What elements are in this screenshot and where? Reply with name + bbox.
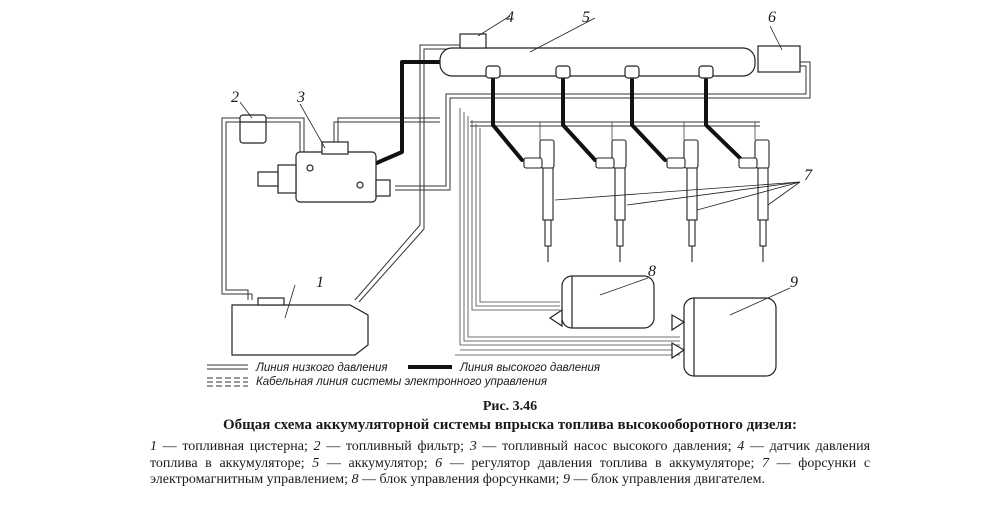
caption-item-text: блок управления двигателем (590, 472, 762, 488)
caption-item-number: 2 (313, 439, 321, 454)
legend: Линия низкого давления Линия высокого да… (207, 362, 600, 388)
callout-2: 2 (231, 89, 239, 106)
caption-item-number: 5 (312, 455, 320, 471)
high-pressure-pump (257, 141, 391, 203)
caption-item-number: 6 (435, 455, 443, 471)
caption-item-number: 1 (150, 439, 157, 454)
caption-item-text: регулятор давления топлива в аккумулятор… (471, 455, 751, 471)
engine-control-unit (671, 297, 777, 377)
legend-low-pressure-label: Линия низкого давления (255, 362, 388, 374)
caption-item-number: 8 (351, 472, 359, 488)
callout-1: 1 (316, 274, 324, 291)
figure-legend-items: 1 — топливная цистерна; 2 — топливный фи… (150, 439, 871, 488)
caption-item-text: топливная цистерна (182, 439, 304, 454)
caption-item-text: топливный фильтр (345, 439, 461, 454)
callout-5: 5 (582, 9, 590, 26)
callout-4: 4 (506, 9, 514, 26)
caption-item-number: 7 (762, 455, 769, 471)
accumulator (439, 33, 801, 79)
fuel-tank (231, 297, 369, 356)
caption-item-text: форсунки с электромагнитным управлением (150, 455, 871, 488)
figure-label: Рис. 3.46 (482, 399, 538, 414)
cable-lines (455, 108, 756, 356)
legend-high-pressure-label: Линия высокого давления (459, 362, 600, 374)
injector-4 (738, 139, 770, 262)
injector-2 (595, 139, 627, 262)
callout-9: 9 (790, 274, 798, 291)
caption-item-number: 9 (562, 472, 570, 488)
legend-high-pressure: Линия высокого давления (408, 362, 600, 374)
caption-item-number: 3 (469, 439, 477, 454)
injectors (523, 139, 770, 262)
caption-item-text: топливный насос высокого давления (502, 439, 728, 454)
caption-item-text: блок управления форсунками (379, 472, 556, 488)
callout-3: 3 (296, 89, 305, 106)
fuel-injection-diagram: 1 2 3 4 5 6 7 8 9 Линия низкого давления… (207, 9, 813, 388)
leader-lines (239, 15, 801, 319)
callout-8: 8 (648, 263, 656, 280)
injector-1 (523, 139, 555, 262)
callout-numbers: 1 2 3 4 5 6 7 8 9 (231, 9, 813, 291)
figure-caption: Рис. 3.46 Общая схема аккумуляторной сис… (150, 398, 870, 489)
legend-low-pressure: Линия низкого давления (207, 362, 388, 374)
caption-item-number: 4 (737, 439, 745, 454)
injector-control-unit (548, 275, 655, 329)
legend-cable: Кабельная линия системы электронного упр… (207, 376, 547, 388)
caption-item-text: датчик давления топлива в аккумуляторе (150, 439, 871, 471)
callout-6: 6 (768, 9, 776, 26)
caption-item-text: аккумулятор (348, 455, 424, 471)
fuel-filter (239, 114, 267, 144)
high-pressure-lines (370, 60, 744, 167)
figure-title: Общая схема аккумуляторной системы впрыс… (222, 417, 798, 433)
callout-7: 7 (804, 167, 813, 184)
injector-3 (666, 139, 699, 262)
legend-cable-label: Кабельная линия системы электронного упр… (256, 376, 547, 388)
